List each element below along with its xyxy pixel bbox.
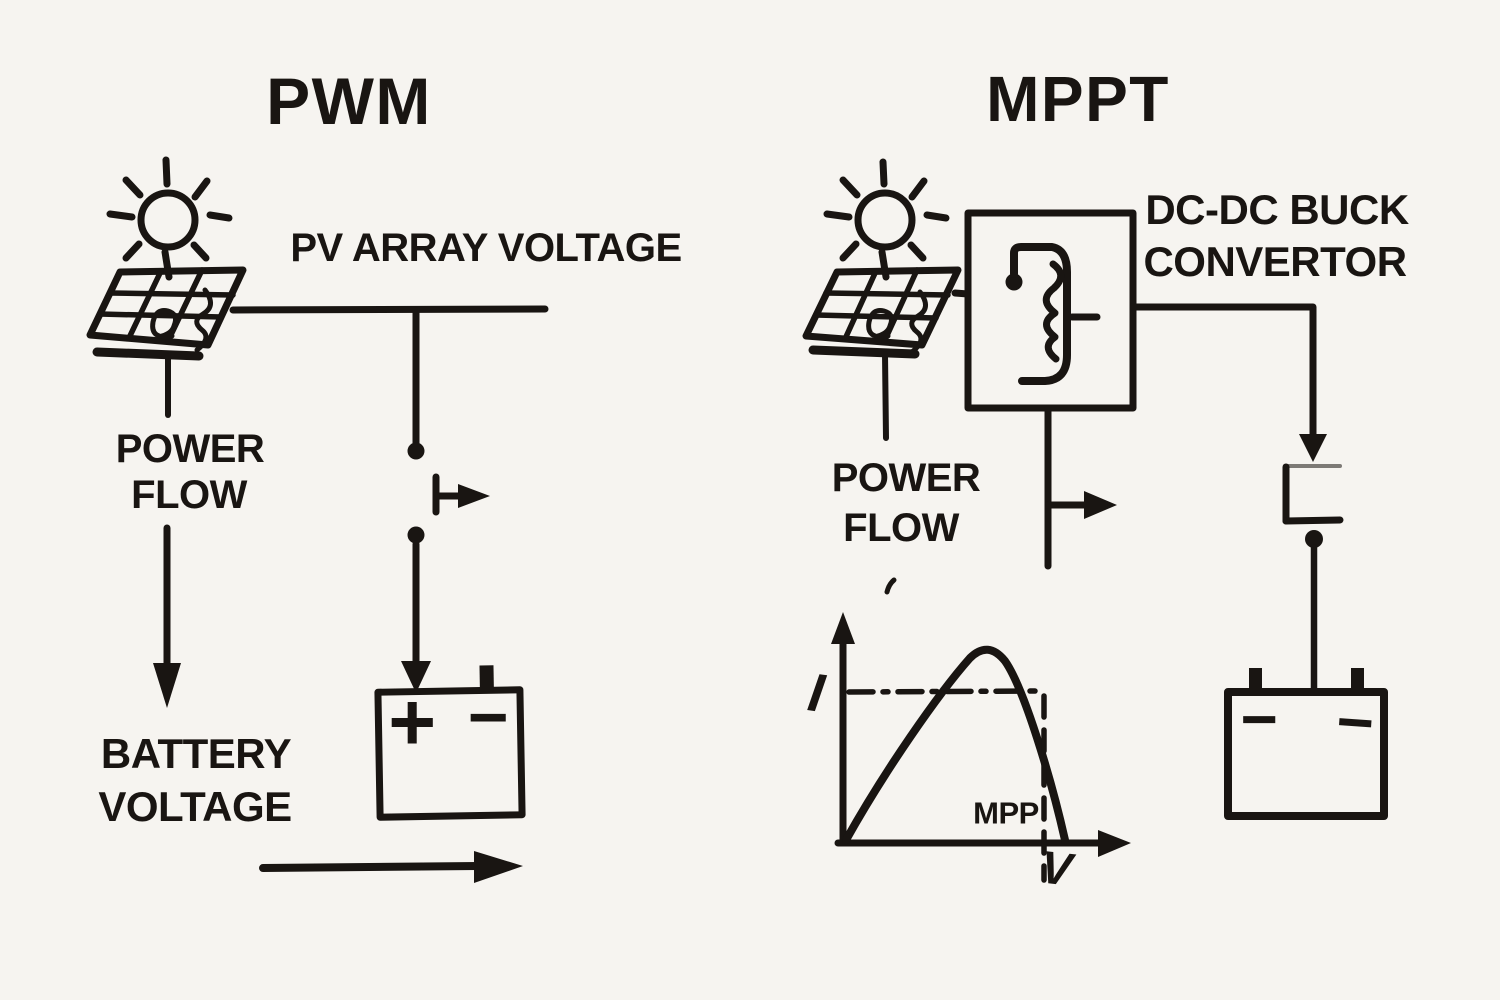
battery-negative-mark-right: − xyxy=(1334,684,1376,760)
power-flow-arrow xyxy=(153,524,181,708)
mpp-dash-horizontal xyxy=(846,688,1041,695)
converter-label-line1: DC-DC BUCK xyxy=(1145,186,1409,233)
wire-junction-dot-bottom xyxy=(407,526,425,544)
power-flow-label-line1: POWER xyxy=(115,427,265,471)
wire-arrowhead-down xyxy=(401,661,431,693)
pv-array-voltage-label: PV ARRAY VOLTAGE xyxy=(290,226,682,270)
power-flow-label-line1: POWER xyxy=(831,456,981,500)
sun-icon xyxy=(106,156,233,281)
pwm-switch-icon xyxy=(432,473,490,516)
battery-icon xyxy=(374,665,526,821)
voltage-axis-label: V xyxy=(1038,840,1074,896)
power-flow-arrow xyxy=(1044,491,1117,519)
output-arrowhead-down xyxy=(1299,434,1327,462)
solar-panel-icon xyxy=(86,266,247,418)
converter-output-wire xyxy=(1129,303,1317,442)
battery-negative-sign: − xyxy=(467,678,509,756)
iv-curve xyxy=(842,645,1069,844)
solar-panel-icon xyxy=(802,266,962,441)
wire-junction-dot-top xyxy=(407,442,425,460)
battery-voltage-label-line1: BATTERY xyxy=(100,730,292,777)
pwm-title: PWM xyxy=(266,64,432,138)
sun-icon xyxy=(823,158,950,281)
inductor-icon xyxy=(1005,243,1101,385)
stray-mark xyxy=(884,577,897,595)
battery-voltage-label-line2: VOLTAGE xyxy=(98,783,292,830)
iv-curve-graph xyxy=(831,612,1131,883)
y-axis-arrowhead xyxy=(831,612,855,644)
power-flow-label-line2: FLOW xyxy=(131,473,247,517)
capacitor-bracket-icon xyxy=(1282,463,1344,525)
power-flow-label-line2: FLOW xyxy=(843,506,959,550)
battery-positive-sign: + xyxy=(388,677,436,768)
mppt-title: MPPT xyxy=(986,63,1170,135)
wire-junction-dot xyxy=(1305,530,1323,548)
mpp-label: MPP xyxy=(973,795,1039,831)
x-axis-arrowhead xyxy=(1098,830,1131,857)
converter-label-line2: CONVERTOR xyxy=(1143,238,1407,285)
battery-icon xyxy=(1224,668,1388,820)
pv-array-wire xyxy=(229,305,549,314)
battery-voltage-arrow xyxy=(259,851,523,883)
battery-negative-mark-left: − xyxy=(1240,683,1278,755)
